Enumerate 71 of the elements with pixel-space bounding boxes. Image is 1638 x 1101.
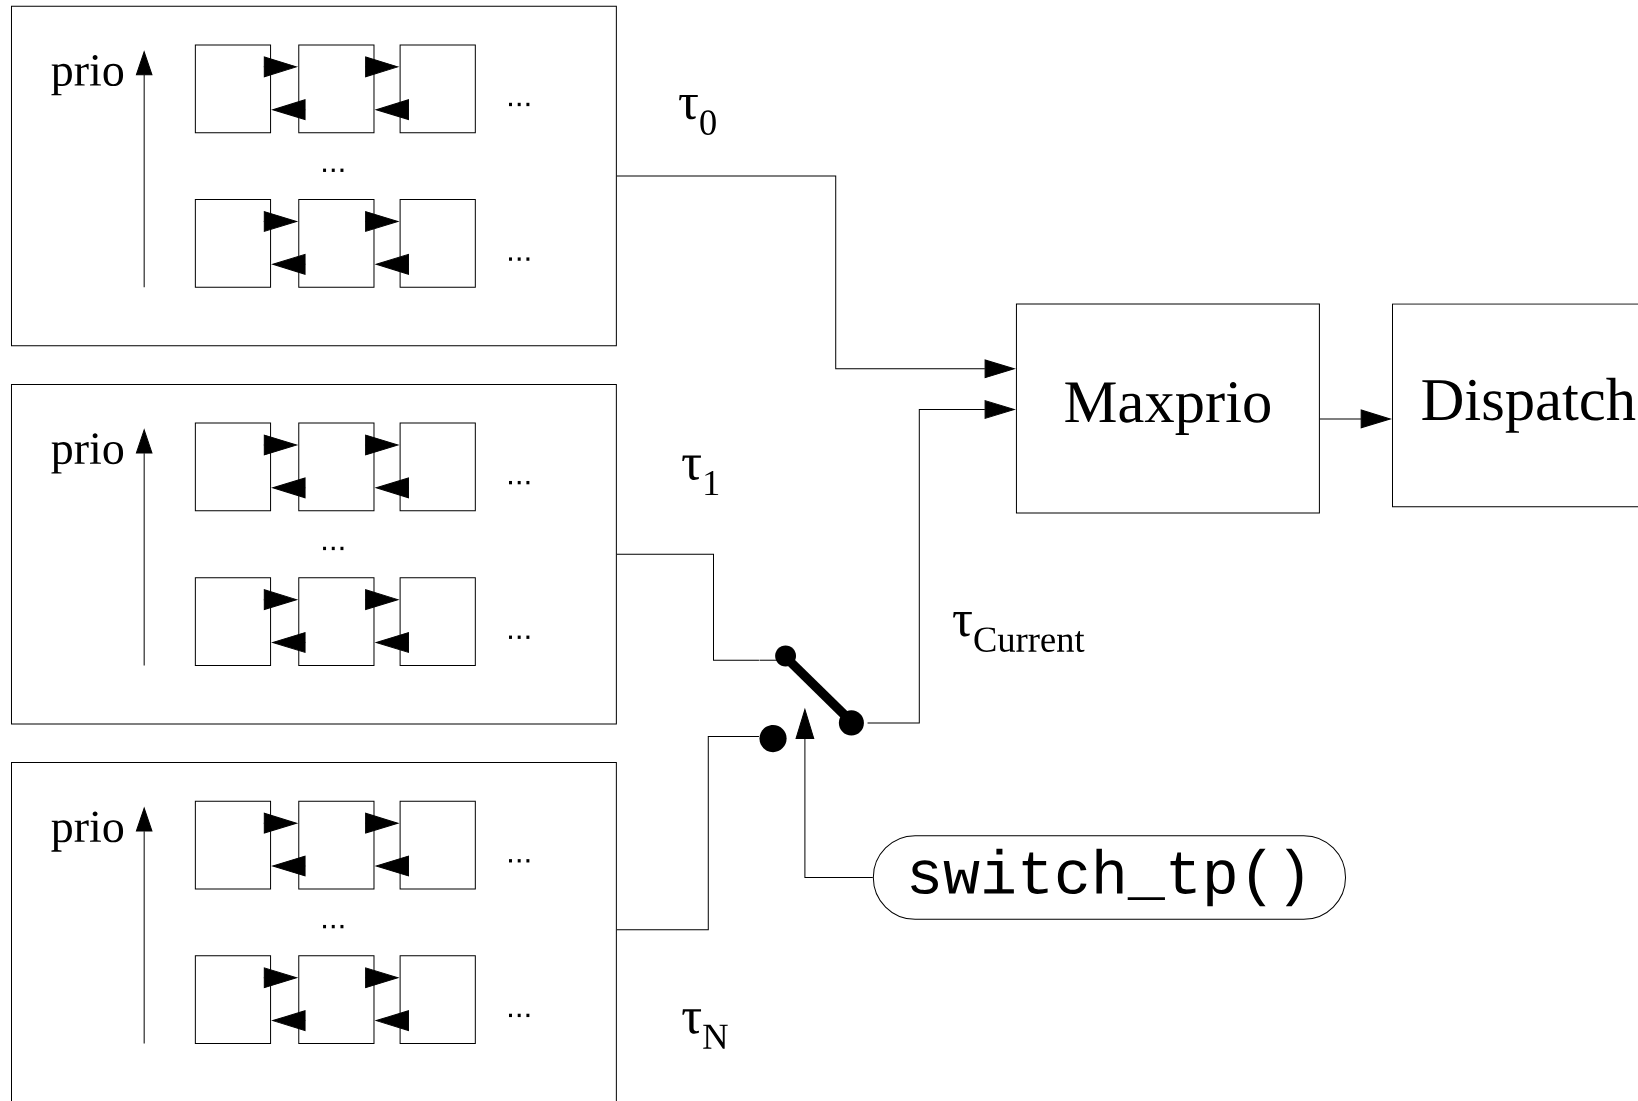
axis-label: prio: [51, 433, 124, 474]
arrow: [364, 56, 399, 78]
queue-box: [399, 577, 476, 666]
arrow: [272, 253, 307, 275]
ellipsis: ...: [323, 546, 344, 551]
queue-box: [399, 199, 476, 288]
arrow: [375, 855, 410, 877]
queue-box: [298, 44, 375, 134]
arrow: [364, 812, 399, 834]
arrow: [272, 855, 307, 877]
connector: [867, 400, 1015, 724]
queue-box: [298, 422, 375, 512]
arrow: [364, 967, 399, 989]
arrow: [375, 1010, 410, 1031]
connector: [795, 709, 874, 878]
arrow: [375, 632, 410, 653]
queue-box: [194, 44, 272, 134]
arrow: [263, 967, 298, 989]
switch-drawing: [758, 645, 864, 753]
ellipsis: ...: [509, 480, 530, 485]
connector: [616, 553, 760, 661]
arrow: [375, 99, 410, 121]
queue-box: [194, 800, 272, 890]
arrow: [272, 632, 307, 653]
process-box: Dispatch: [1392, 303, 1638, 508]
connector: [1319, 409, 1391, 429]
queue-box: [399, 955, 476, 1045]
queue-box: [399, 800, 476, 890]
arrow: [375, 477, 410, 499]
ellipsis: ...: [323, 924, 344, 929]
queue-box: [194, 955, 272, 1045]
queue-box: [399, 44, 476, 134]
edge-label: τ$_{N}$: [680, 1008, 731, 1050]
queue-box: [298, 955, 375, 1045]
ellipsis: ...: [323, 168, 344, 172]
ellipsis: ...: [509, 859, 530, 863]
function-box: switch_tp(): [872, 835, 1346, 920]
ellipsis: ...: [509, 1013, 530, 1018]
arrow: [263, 434, 298, 456]
edge-label: τ$_{1}$: [680, 454, 722, 497]
arrow: [263, 56, 298, 78]
edge-label: τ$_{Current}$: [951, 611, 1087, 653]
arrow: [263, 211, 298, 232]
axis-label: prio: [51, 811, 124, 852]
queue-panel: [11, 383, 617, 725]
axis-label: prio: [51, 55, 124, 96]
process-box: Maxprio: [1015, 303, 1320, 514]
queue-box: [298, 800, 375, 890]
queue-panel: [11, 5, 617, 347]
queue-box: [298, 577, 375, 666]
queue-panel: [11, 762, 617, 1101]
queue-box: [194, 199, 272, 288]
arrow: [375, 253, 410, 275]
ellipsis: ...: [509, 257, 530, 261]
queue-box: [298, 199, 375, 288]
ellipsis: ...: [509, 635, 530, 639]
arrow: [272, 99, 307, 121]
arrow: [272, 477, 307, 499]
queue-box: [194, 577, 272, 666]
arrow: [263, 812, 298, 834]
arrow: [364, 211, 399, 232]
connector: [616, 735, 760, 931]
queue-box: [194, 422, 272, 512]
edge-label: τ$_{0}$: [676, 93, 719, 136]
arrow: [364, 434, 399, 456]
ellipsis: ...: [509, 102, 530, 107]
arrow: [272, 1010, 307, 1031]
connector: [616, 175, 1015, 379]
queue-box: [399, 422, 476, 512]
arrow: [263, 589, 298, 610]
arrow: [364, 589, 399, 610]
